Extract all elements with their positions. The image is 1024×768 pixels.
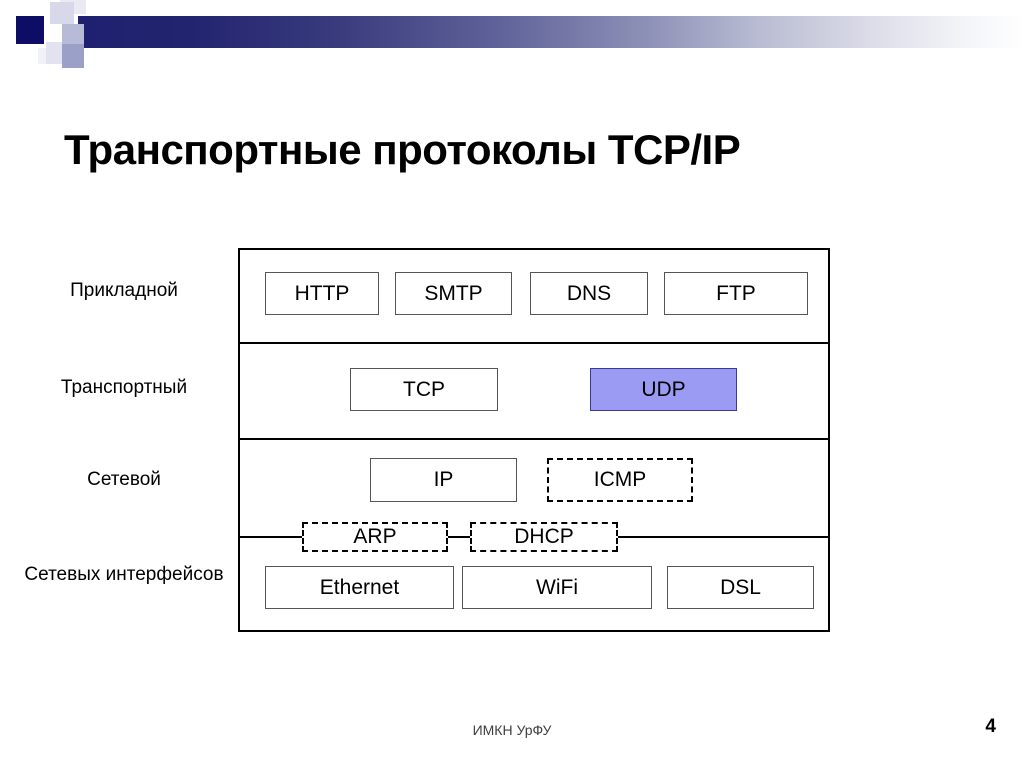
protocol-box-dsl: DSL bbox=[667, 566, 814, 609]
protocol-box-tcp: TCP bbox=[350, 368, 498, 411]
footer-note: ИМКН УрФУ bbox=[472, 722, 552, 738]
protocol-box-arp: ARP bbox=[302, 522, 448, 552]
header-gradient-bar bbox=[78, 16, 1024, 48]
protocol-box-ethernet: Ethernet bbox=[265, 566, 454, 609]
protocol-box-wifi: WiFi bbox=[462, 566, 652, 609]
decor-square-5 bbox=[62, 44, 84, 68]
layer-label-application: Прикладной bbox=[70, 280, 178, 301]
protocol-box-ip: IP bbox=[370, 458, 517, 502]
protocol-box-icmp: ICMP bbox=[547, 458, 693, 502]
page-number: 4 bbox=[985, 716, 996, 737]
protocol-box-smtp: SMTP bbox=[395, 272, 512, 315]
decor-square-3 bbox=[62, 24, 84, 46]
decor-square-accent bbox=[16, 16, 44, 44]
protocol-box-http: HTTP bbox=[265, 272, 379, 315]
protocol-box-udp: UDP bbox=[590, 368, 737, 411]
layer-divider-app-transport bbox=[240, 342, 828, 344]
layer-label-network: Сетевой bbox=[87, 469, 161, 490]
layer-label-transport: Транспортный bbox=[60, 377, 188, 398]
layer-label-link: Сетевых интерфейсов bbox=[24, 564, 224, 585]
protocol-box-ftp: FTP bbox=[664, 272, 808, 315]
header-decoration-band bbox=[0, 0, 1024, 70]
page-title: Транспортные протоколы TCP/IP bbox=[64, 126, 741, 174]
protocol-box-dns: DNS bbox=[530, 272, 648, 315]
protocol-box-dhcp: DHCP bbox=[470, 522, 618, 552]
layer-divider-transport-net bbox=[240, 438, 828, 440]
decor-square-1 bbox=[50, 2, 74, 24]
